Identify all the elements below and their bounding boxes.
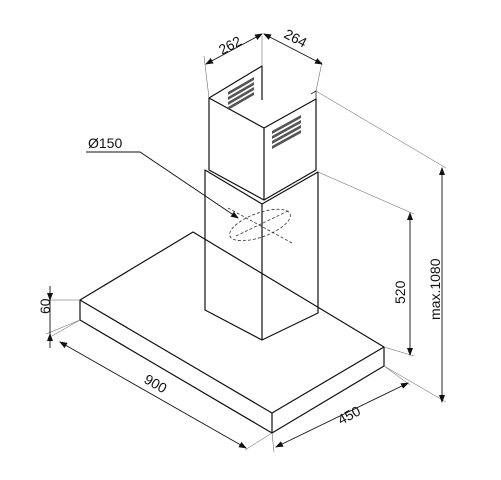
dim-label-chimney-depth: 264 [282, 26, 310, 51]
lower-chimney-front [204, 169, 263, 341]
upper-chimney-back-right [310, 90, 317, 99]
dim-900: 900 [51, 319, 273, 451]
dim-450: 450 [271, 365, 411, 453]
dim-label-canopy-depth: 450 [335, 402, 363, 427]
dim-60: 60 [37, 286, 81, 348]
dim-520: 520 [317, 171, 415, 357]
vent-grille-right [272, 115, 301, 149]
canopy-top [79, 231, 385, 414]
dim-max-1080: max.1080 [315, 90, 447, 403]
duct-outlet-hidden [227, 207, 293, 244]
dim-label-duct-diameter: Ø150 [88, 135, 122, 151]
canopy [79, 231, 385, 434]
dim-264: 264 [263, 26, 323, 92]
upper-chimney-side [263, 98, 317, 201]
vent-grille-left [228, 77, 254, 110]
dim-duct-diameter: Ø150 [86, 135, 239, 219]
dim-label-lower-chimney-height: 520 [392, 280, 408, 304]
dim-label-canopy-width: 900 [142, 371, 170, 397]
dim-label-max-height: max.1080 [427, 258, 443, 320]
canopy-front-face [79, 300, 273, 434]
upper-chimney-front [208, 97, 265, 201]
lower-chimney-side [261, 171, 319, 341]
canopy-side-face [271, 347, 385, 434]
dim-label-canopy-height: 60 [37, 298, 53, 314]
chimney [204, 65, 319, 341]
dim-label-chimney-width: 262 [216, 32, 244, 57]
